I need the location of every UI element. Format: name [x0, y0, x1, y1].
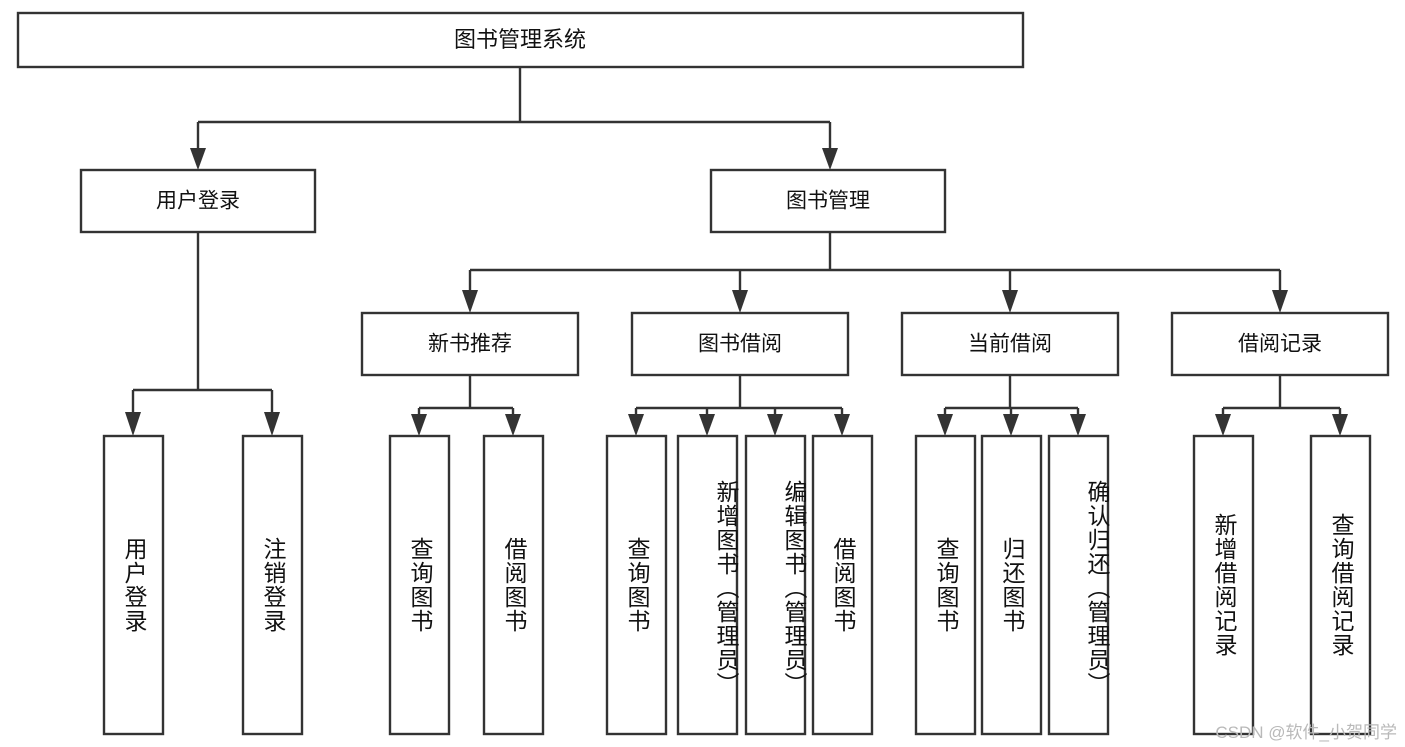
connector-group-borrow-record	[1215, 375, 1348, 436]
node-book-management[interactable]: 图书管理	[709, 168, 947, 234]
node-leaf-query-book-1-box[interactable]	[388, 434, 451, 736]
node-leaf-add-book-box[interactable]	[676, 434, 739, 736]
arrowhead-leaf-add-book	[699, 414, 715, 436]
csdn-watermark: CSDN @软件_小贺同学	[1215, 723, 1397, 742]
node-root-label: 图书管理系统	[454, 27, 586, 52]
arrowhead-book-management	[822, 148, 838, 170]
arrowhead-leaf-confirm-return	[1070, 414, 1086, 436]
node-leaf-return-book-box[interactable]	[980, 434, 1043, 736]
node-root-box[interactable]	[16, 11, 1025, 69]
node-leaf-borrow-book-1-box[interactable]	[482, 434, 545, 736]
arrowhead-leaf-borrow-book-2	[834, 414, 850, 436]
arrowhead-leaf-logout-login	[264, 412, 280, 436]
node-new-book-recommend[interactable]: 新书推荐	[360, 311, 580, 377]
node-root[interactable]: 图书管理系统	[16, 11, 1025, 69]
arrowhead-leaf-edit-book	[767, 414, 783, 436]
node-book-borrow[interactable]: 图书借阅	[630, 311, 850, 377]
connector-group-user-login	[125, 232, 280, 436]
node-book-borrow-label: 图书借阅	[698, 333, 782, 356]
node-leaf-query-book-3-box[interactable]	[914, 434, 977, 736]
connector-group-current-borrow	[937, 375, 1086, 436]
node-user-login[interactable]: 用户登录	[79, 168, 317, 234]
connector-group-new-book-recommend	[411, 375, 521, 436]
node-leaf-logout-login-box[interactable]	[241, 434, 304, 736]
node-borrow-record-box[interactable]	[1170, 311, 1390, 377]
arrowhead-user-login	[190, 148, 206, 170]
connector-group-book-management	[462, 232, 1288, 313]
arrowhead-leaf-borrow-book-1	[505, 414, 521, 436]
node-leaf-confirm-return-box[interactable]	[1047, 434, 1110, 736]
arrowhead-borrow-record	[1272, 290, 1288, 313]
arrowhead-leaf-return-book	[1003, 414, 1019, 436]
node-current-borrow[interactable]: 当前借阅	[900, 311, 1120, 377]
node-borrow-record[interactable]: 借阅记录	[1170, 311, 1390, 377]
node-new-book-recommend-label: 新书推荐	[428, 333, 512, 356]
node-book-management-box[interactable]	[709, 168, 947, 234]
node-user-login-box[interactable]	[79, 168, 317, 234]
node-new-book-recommend-box[interactable]	[360, 311, 580, 377]
node-current-borrow-label: 当前借阅	[968, 333, 1052, 356]
connector-group-book-borrow	[628, 375, 850, 436]
node-book-borrow-box[interactable]	[630, 311, 850, 377]
node-leaf-add-record-box[interactable]	[1192, 434, 1255, 736]
node-borrow-record-label: 借阅记录	[1238, 333, 1322, 356]
node-leaf-edit-book-box[interactable]	[744, 434, 807, 736]
arrowhead-leaf-query-book-2	[628, 414, 644, 436]
arrowhead-current-borrow	[1002, 290, 1018, 313]
node-book-management-label: 图书管理	[786, 190, 870, 213]
arrowhead-leaf-query-book-3	[937, 414, 953, 436]
arrowhead-book-borrow	[732, 290, 748, 313]
arrowhead-new-book-recommend	[462, 290, 478, 313]
arrowhead-leaf-query-book-1	[411, 414, 427, 436]
node-leaf-query-book-2-box[interactable]	[605, 434, 668, 736]
node-leaf-query-record-box[interactable]	[1309, 434, 1372, 736]
node-leaf-user-login-box[interactable]	[102, 434, 165, 736]
node-leaf-borrow-book-2-box[interactable]	[811, 434, 874, 736]
arrowhead-leaf-query-record	[1332, 414, 1348, 436]
arrowhead-leaf-add-record	[1215, 414, 1231, 436]
node-user-login-label: 用户登录	[156, 190, 240, 213]
node-current-borrow-box[interactable]	[900, 311, 1120, 377]
connector-group-root	[190, 67, 838, 170]
arrowhead-leaf-user-login	[125, 412, 141, 436]
